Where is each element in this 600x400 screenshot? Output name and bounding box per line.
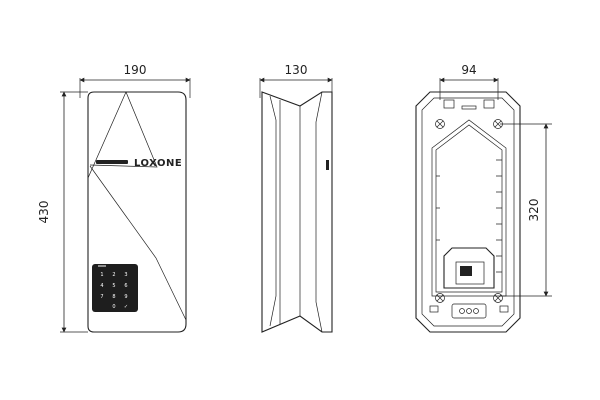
keypad-key: 0 <box>112 304 115 310</box>
back-electronics-module <box>443 247 495 289</box>
keypad-key: 3 <box>124 272 127 278</box>
keypad-key: ✓ <box>124 304 128 310</box>
screw-hole-bottom-right <box>493 293 503 303</box>
front-view: 190 430 LOXONE 1 2 3 4 5 6 7 8 9 0 <box>37 63 191 333</box>
front-width-label: 190 <box>124 63 147 77</box>
back-bottom-connectors <box>429 303 509 319</box>
back-frame-outline <box>415 91 521 333</box>
keypad: 1 2 3 4 5 6 7 8 9 0 ✓ <box>92 264 138 312</box>
keypad-key: 6 <box>124 283 127 289</box>
side-depth-label: 130 <box>285 63 308 77</box>
back-frame-inner <box>421 97 515 327</box>
back-mount-width-label: 94 <box>461 63 476 77</box>
top-connector <box>461 105 477 110</box>
keypad-key: 5 <box>112 283 115 289</box>
back-inner-panel <box>431 119 507 297</box>
keypad-key: 7 <box>100 294 103 300</box>
keypad-key: 9 <box>124 294 127 300</box>
front-facet-lines <box>87 91 187 321</box>
brand-logo: LOXONE <box>134 158 182 169</box>
keypad-key: 1 <box>100 272 103 278</box>
side-profile-lines <box>261 91 323 333</box>
back-mount-height-label: 320 <box>527 199 541 222</box>
top-clip-right <box>483 99 495 109</box>
front-width-dimension: 190 <box>79 63 191 98</box>
keypad-key: 8 <box>112 294 115 300</box>
keypad-key: 2 <box>112 272 115 278</box>
front-height-dimension: 430 <box>37 91 88 333</box>
side-led-indicator <box>326 160 329 170</box>
back-view: 94 320 <box>415 63 552 333</box>
keypad-panel <box>92 264 138 312</box>
side-view: 130 <box>259 63 333 333</box>
side-device-outline <box>261 91 333 333</box>
top-clip-left <box>443 99 455 109</box>
back-mount-height-dimension: 320 <box>500 123 552 297</box>
status-led-bar <box>96 160 128 164</box>
screw-hole-bottom-left <box>435 293 445 303</box>
keypad-key: 4 <box>100 283 103 289</box>
screw-hole-top-right <box>493 119 503 129</box>
front-device-outline <box>87 91 187 333</box>
keypad-indicator <box>98 265 106 267</box>
screw-hole-top-left <box>435 119 445 129</box>
back-inner-panel-offset <box>435 124 503 293</box>
back-mount-width-dimension: 94 <box>439 63 499 100</box>
back-rail-ticks <box>436 159 502 273</box>
front-height-label: 430 <box>37 201 51 224</box>
